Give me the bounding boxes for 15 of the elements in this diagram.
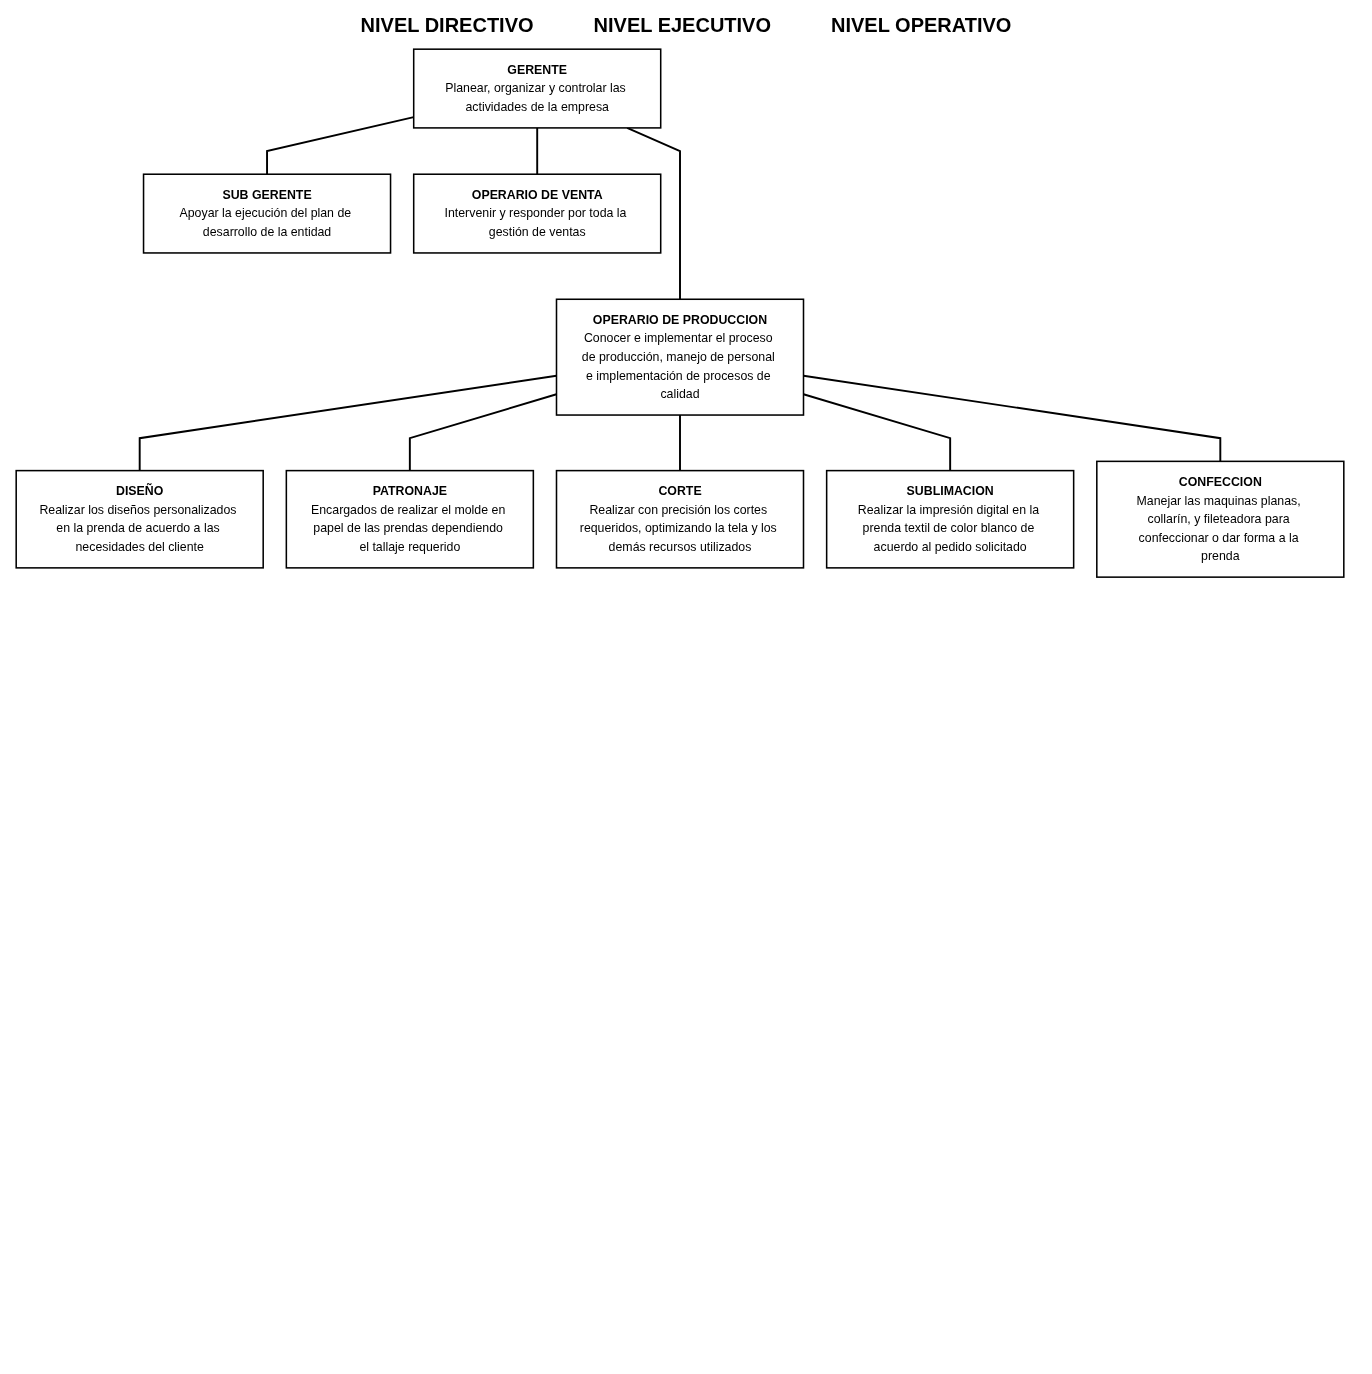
node-box: PATRONAJE Encargados de realizar el molde en papel de las prendas dependiendo el tallaje requerido bbox=[285, 469, 535, 569]
connector bbox=[536, 126, 539, 176]
level-label: NIVEL DIRECTIVO bbox=[360, 14, 534, 37]
node-box: SUBLIMACION Realizar la impresión digital en la prenda textil de color blanco de acuerdo al pedido solicitado bbox=[825, 469, 1075, 569]
node-box: CORTE Realizar con precisión los cortes requeridos, optimizando la tela y los demás recursos utilizados bbox=[555, 469, 805, 569]
node-box: CONFECCION Manejar las maquinas planas, collarín, y fileteadora para confeccionar o dar forma a la prenda bbox=[1096, 460, 1345, 578]
connector bbox=[626, 126, 681, 301]
level-label: NIVEL EJECUTIVO bbox=[593, 14, 771, 37]
node-box: DISEÑO Realizar los diseños personalizados en la prenda de acuerdo a las necesidades del cliente bbox=[15, 469, 264, 569]
node-box: SUB GERENTE Apoyar la ejecución del plan de desarrollo de la entidad bbox=[142, 173, 392, 254]
node-box: OPERARIO DE VENTA Intervenir y responder por toda la gestión de ventas bbox=[412, 173, 662, 254]
level-label: NIVEL OPERATIVO bbox=[831, 14, 1012, 37]
node-box: OPERARIO DE PRODUCCION Conocer e implementar el proceso de producción, manejo de personal e implementación de procesos de calidad bbox=[555, 298, 805, 416]
connector bbox=[679, 414, 681, 472]
node-box: GERENTE Planear, organizar y controlar las actividades de la empresa bbox=[412, 48, 662, 129]
